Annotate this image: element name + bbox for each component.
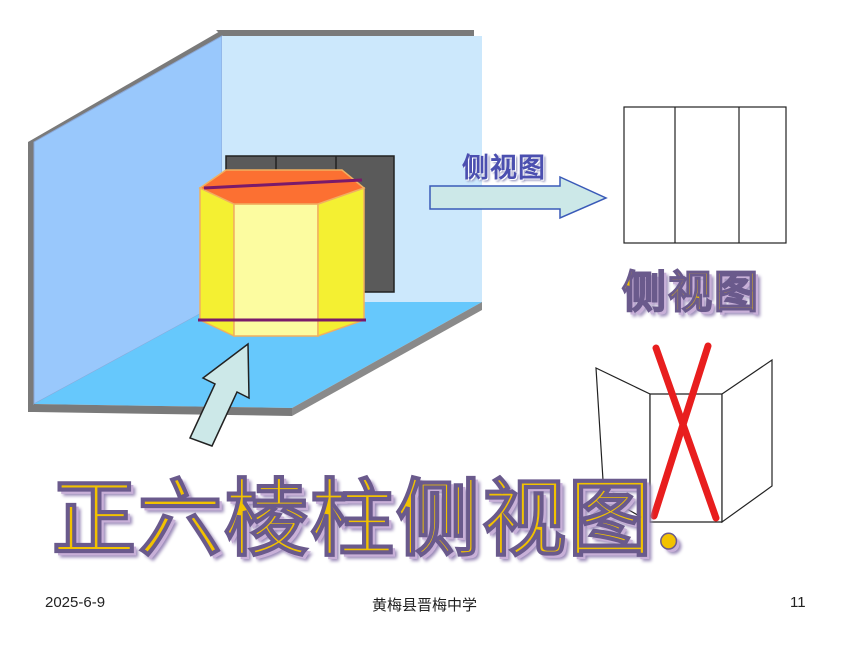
prism-right-face: [317, 186, 365, 338]
side-view-drawing: [623, 106, 787, 244]
viewing-direction-arrow: [188, 342, 250, 447]
prism-top-face: [198, 169, 366, 205]
back-wall-shadow: [216, 30, 474, 36]
cross-mark-icon: [650, 342, 720, 522]
arrow-label: 侧视图: [462, 153, 546, 184]
prism-front-face: [233, 203, 319, 337]
side-view-title: 侧视图: [621, 266, 760, 319]
floor-side-shadow: [292, 302, 482, 416]
incorrect-view: [595, 342, 773, 524]
prism-top-edge: [203, 178, 363, 190]
footer-school: 黄梅县晋梅中学: [372, 597, 478, 614]
footer-date: 2025-6-9: [45, 594, 106, 611]
prism-left-face: [199, 186, 235, 338]
side-view-arrow: [429, 175, 608, 220]
hexagonal-prism: [198, 169, 366, 338]
floor: [34, 302, 482, 408]
main-title: 正六棱柱侧视图.: [51, 468, 686, 569]
footer-page-number: 11: [790, 594, 806, 611]
